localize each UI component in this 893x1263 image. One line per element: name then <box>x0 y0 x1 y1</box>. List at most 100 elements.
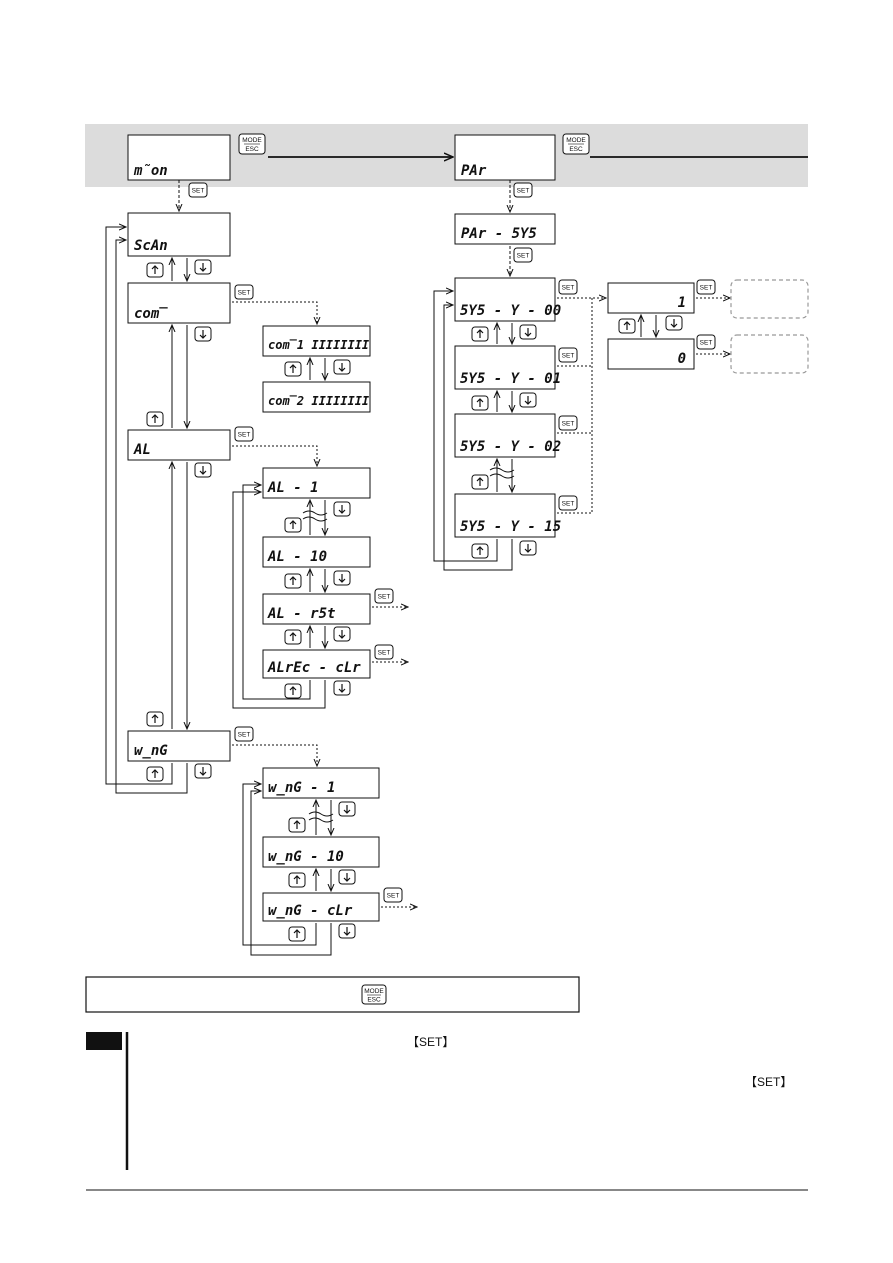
display-con: com̅ <box>127 282 231 324</box>
down-button[interactable] <box>665 315 683 331</box>
up-button[interactable] <box>284 629 302 645</box>
up-button[interactable] <box>284 573 302 589</box>
svg-text:SET: SET <box>562 421 575 428</box>
down-button[interactable] <box>194 763 212 779</box>
display-wng1: w̲nG - 1 <box>262 767 380 799</box>
svg-text:MODE: MODE <box>566 137 586 144</box>
down-button[interactable] <box>519 324 537 340</box>
down-button[interactable] <box>338 801 356 817</box>
down-button[interactable] <box>338 923 356 939</box>
svg-text:5Y5 - Y - 01: 5Y5 - Y - 01 <box>460 371 561 387</box>
set-button[interactable]: SET <box>234 726 254 742</box>
set-button[interactable]: SET <box>234 426 254 442</box>
down-button[interactable] <box>194 259 212 275</box>
up-button[interactable] <box>146 411 164 427</box>
svg-text:com̅: com̅ <box>134 306 168 322</box>
up-button[interactable] <box>288 926 306 942</box>
set-bracket-note: 【SET】 <box>745 1075 792 1089</box>
down-button[interactable] <box>333 626 351 642</box>
down-button[interactable] <box>333 570 351 586</box>
note-tag <box>86 1032 122 1050</box>
set-button[interactable]: SET <box>234 284 254 300</box>
up-button[interactable] <box>146 766 164 782</box>
display-value-1: 1 <box>607 282 695 314</box>
up-button[interactable] <box>146 262 164 278</box>
mode-esc-button[interactable]: MODE ESC <box>361 984 387 1005</box>
up-button[interactable] <box>471 543 489 559</box>
down-button[interactable] <box>333 359 351 375</box>
display-wng10: w̲nG - 10 <box>262 836 380 868</box>
up-button[interactable] <box>288 817 306 833</box>
svg-text:5Y5 - Y - 15: 5Y5 - Y - 15 <box>460 519 561 535</box>
up-button[interactable] <box>284 683 302 699</box>
display-wng: w̲nG <box>127 730 231 762</box>
svg-text:SET: SET <box>238 290 251 297</box>
mode-esc-button[interactable]: MODE ESC <box>238 133 266 155</box>
down-button[interactable] <box>194 326 212 342</box>
display-al-rst: AL - r5t <box>262 593 371 625</box>
down-button[interactable] <box>333 501 351 517</box>
display-al1: AL - 1 <box>262 467 371 499</box>
up-button[interactable] <box>288 872 306 888</box>
svg-text:w̲nG - 1: w̲nG - 1 <box>268 780 335 796</box>
svg-text:SET: SET <box>700 285 713 292</box>
up-button[interactable] <box>146 711 164 727</box>
svg-text:MODE: MODE <box>242 137 262 144</box>
svg-text:ScAn: ScAn <box>134 238 168 254</box>
set-button[interactable]: SET <box>513 247 533 263</box>
svg-text:PAr - 5Y5: PAr - 5Y5 <box>461 226 537 242</box>
down-button[interactable] <box>519 392 537 408</box>
svg-text:w̲nG - 10: w̲nG - 10 <box>268 849 344 865</box>
set-button[interactable]: SET <box>696 279 716 295</box>
down-button[interactable] <box>333 680 351 696</box>
display-con1: com̅1 IIIIIIII <box>262 325 371 357</box>
down-button[interactable] <box>338 869 356 885</box>
set-button[interactable]: SET <box>696 334 716 350</box>
set-button[interactable]: SET <box>374 588 394 604</box>
svg-text:SET: SET <box>562 353 575 360</box>
down-button[interactable] <box>519 540 537 556</box>
set-button[interactable]: SET <box>383 887 403 903</box>
set-button[interactable]: SET <box>188 182 208 198</box>
down-button[interactable] <box>194 462 212 478</box>
set-button[interactable]: SET <box>558 495 578 511</box>
display-sys-01: 5Y5 - Y - 01 <box>454 345 561 390</box>
svg-text:AL - 1: AL - 1 <box>267 480 319 496</box>
display-mon: m̃on <box>127 134 231 181</box>
svg-text:com̅2 IIIIIIII: com̅2 IIIIIIII <box>268 394 370 408</box>
up-button[interactable] <box>618 318 636 334</box>
svg-text:AL: AL <box>133 442 151 458</box>
svg-text:SET: SET <box>517 188 530 195</box>
up-button[interactable] <box>284 517 302 533</box>
display-sys-15: 5Y5 - Y - 15 <box>454 493 561 538</box>
set-button[interactable]: SET <box>558 279 578 295</box>
display-al10: AL - 10 <box>262 536 371 568</box>
svg-text:ESC: ESC <box>367 997 381 1004</box>
set-button[interactable]: SET <box>558 415 578 431</box>
up-button[interactable] <box>471 326 489 342</box>
display-al: AL <box>127 429 231 461</box>
svg-text:ESC: ESC <box>245 146 259 153</box>
svg-text:SET: SET <box>700 340 713 347</box>
display-par: PAr <box>454 134 556 181</box>
up-button[interactable] <box>284 361 302 377</box>
set-button[interactable]: SET <box>513 182 533 198</box>
svg-text:SET: SET <box>192 188 205 195</box>
svg-text:SET: SET <box>517 253 530 260</box>
placeholder-box <box>730 279 809 319</box>
svg-text:w̲nG - cLr: w̲nG - cLr <box>268 903 353 919</box>
svg-text:com̅1 IIIIIIII: com̅1 IIIIIIII <box>268 338 370 352</box>
set-button[interactable]: SET <box>374 644 394 660</box>
placeholder-box <box>730 334 809 374</box>
svg-text:SET: SET <box>562 285 575 292</box>
svg-text:ALrEc - cLr: ALrEc - cLr <box>267 660 361 676</box>
mode-esc-button[interactable]: MODE ESC <box>562 133 590 155</box>
svg-text:MODE: MODE <box>364 988 384 995</box>
set-bracket-note: 【SET】 <box>407 1035 454 1049</box>
display-par-sys: PAr - 5Y5 <box>454 213 556 245</box>
svg-text:0: 0 <box>678 351 686 367</box>
set-button[interactable]: SET <box>558 347 578 363</box>
display-wng-clr: w̲nG - cLr <box>262 892 380 922</box>
up-button[interactable] <box>471 474 489 490</box>
up-button[interactable] <box>471 395 489 411</box>
